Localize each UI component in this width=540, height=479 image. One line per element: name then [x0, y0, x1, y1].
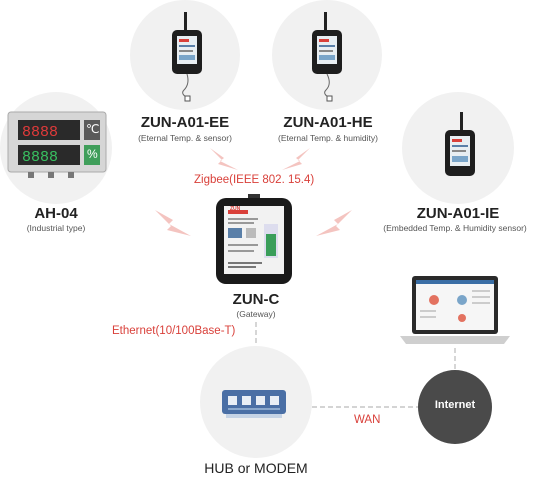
- wan-label: WAN: [354, 414, 381, 426]
- svg-text:8888: 8888: [22, 149, 58, 166]
- zigbee-signal-upright-icon: [282, 148, 310, 170]
- svg-text:8888: 8888: [22, 124, 58, 141]
- he-sensor-desc: (Eternal Temp. & humidity): [278, 133, 378, 143]
- ah04-display-device: 8888 8888 ℃ %: [7, 111, 107, 180]
- zigbee-signal-right-icon: [316, 210, 352, 236]
- he-sensor-device: [308, 12, 348, 102]
- ah04-title: AH-04: [34, 205, 78, 222]
- hub-title: HUB or MODEM: [204, 460, 308, 476]
- ee-sensor-desc: (Eternal Temp. & sensor): [138, 133, 232, 143]
- ethernet-label: Ethernet(10/100Base-T): [112, 325, 236, 337]
- zigbee-signal-upleft-icon: [210, 148, 238, 170]
- zigbee-label: Zigbee(IEEE 802. 15.4): [194, 174, 315, 186]
- ie-sensor-device: [440, 112, 480, 182]
- internet-circle: [418, 370, 492, 444]
- zigbee-signal-left-icon: [155, 210, 191, 236]
- ie-sensor-desc: (Embedded Temp. & Humidity sensor): [383, 223, 527, 233]
- internet-label: Internet: [434, 399, 476, 411]
- hub-device: [222, 388, 286, 420]
- gateway-brand-label: ZUN: [230, 206, 241, 212]
- ah04-desc: (Industrial type): [26, 223, 86, 233]
- celsius-unit-label: ℃: [86, 122, 100, 136]
- laptop-dashboard-device: [400, 276, 510, 348]
- gateway-title: ZUN-C: [232, 291, 280, 308]
- ie-sensor-title: ZUN-A01-IE: [416, 205, 500, 222]
- ee-sensor-device: [168, 12, 208, 102]
- gateway-device: ZUN: [216, 194, 292, 286]
- percent-unit-label: %: [87, 147, 98, 161]
- gateway-desc: (Gateway): [236, 309, 276, 319]
- he-sensor-title: ZUN-A01-HE: [283, 114, 373, 131]
- ee-sensor-title: ZUN-A01-EE: [140, 114, 230, 131]
